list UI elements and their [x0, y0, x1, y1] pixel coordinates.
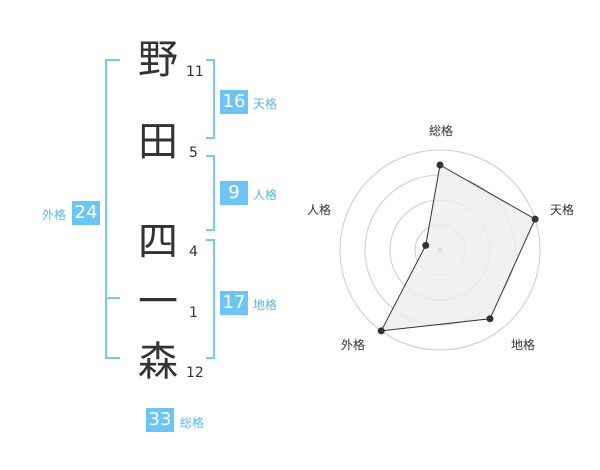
radar-ring — [339, 149, 541, 351]
radar-axis-label-soukaku: 総格 — [429, 124, 454, 138]
tenkaku-value: 16 — [220, 90, 248, 114]
name-char-4: 一 — [138, 279, 178, 325]
name-char-5: 森 — [138, 339, 178, 385]
name-char-2: 田 — [138, 119, 178, 165]
radar-axis-label-jinkaku: 人格 — [307, 203, 332, 217]
radar-point-5 — [422, 241, 430, 249]
tenkaku-bracket — [206, 59, 215, 139]
gaikaku-label: 外格 — [42, 208, 67, 222]
jinkaku-label: 人格 — [253, 188, 278, 202]
stroke-count-4: 1 — [189, 305, 198, 321]
gaikaku-value: 24 — [72, 201, 100, 225]
name-char-1: 野 — [138, 37, 178, 83]
soukaku-value: 33 — [146, 408, 174, 432]
chikaku-value: 17 — [220, 291, 248, 315]
radar-point-4 — [377, 327, 385, 335]
radar-polygon — [380, 164, 536, 332]
gaikaku-bracket — [105, 59, 120, 359]
name-char-3: 四 — [138, 219, 178, 265]
soukaku-label: 総格 — [180, 416, 205, 430]
radar-point-1 — [436, 161, 444, 169]
radar-point-3 — [486, 315, 494, 323]
stroke-count-1: 11 — [186, 64, 204, 80]
stroke-count-5: 12 — [186, 365, 204, 381]
jinkaku-bracket — [206, 155, 215, 231]
jinkaku-value: 9 — [220, 181, 248, 205]
radar-axis-label-tenkaku: 天格 — [550, 203, 575, 217]
stroke-count-2: 5 — [189, 145, 198, 161]
chikaku-bracket — [206, 239, 215, 359]
radar-point-2 — [531, 215, 539, 223]
stroke-count-3: 4 — [189, 244, 198, 260]
chikaku-label: 地格 — [253, 298, 278, 312]
radar-axis-label-gaikaku: 外格 — [341, 338, 366, 352]
tenkaku-label: 天格 — [253, 97, 278, 111]
radar-axis-label-chikaku: 地格 — [511, 338, 536, 352]
